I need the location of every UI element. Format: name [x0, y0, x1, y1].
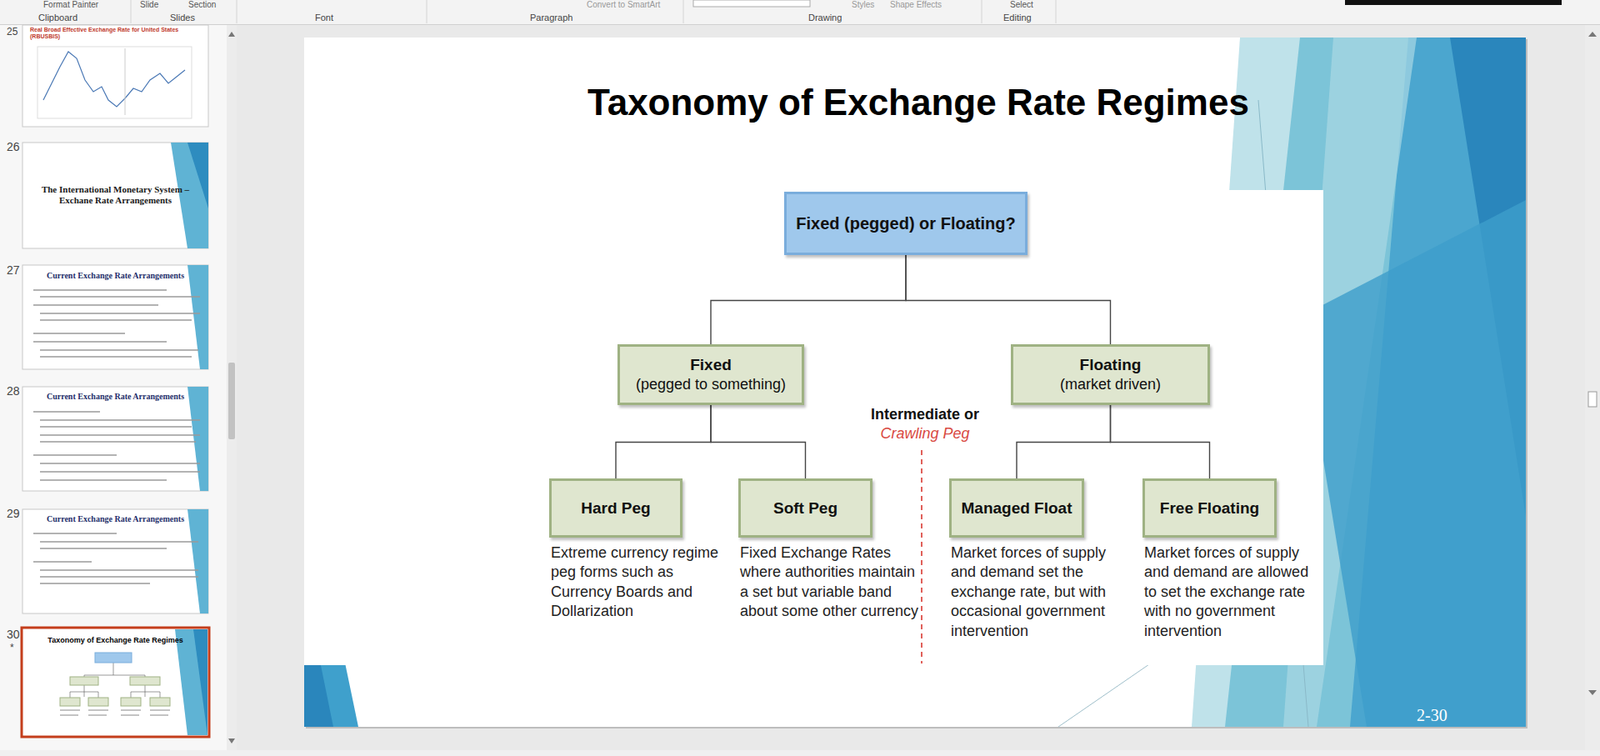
category-box: Floating(market driven): [1010, 344, 1210, 405]
thumbnail-text: 28: [6, 384, 20, 399]
thumbnail-text: The International Monetary System –Excha…: [33, 184, 198, 206]
slide-number: 2-30: [1416, 705, 1448, 725]
dark-bar: [1345, 0, 1562, 5]
ribbon-label: Format Painter: [43, 0, 99, 10]
regime-description: Fixed Exchange Rates where authorities m…: [740, 543, 920, 622]
regime-label: Intermediate or: [858, 405, 992, 425]
tree-connector: [1110, 405, 1210, 479]
slide: [304, 37, 1526, 727]
thumbnail-text: *: [10, 641, 15, 654]
ribbon-label: Clipboard: [38, 12, 78, 24]
slide-thumbnails: [21, 25, 210, 737]
ribbon-label: Shape Effects: [890, 0, 942, 10]
ribbon-label: Font: [315, 12, 334, 24]
thumbnail-text: 25: [6, 25, 18, 38]
ribbon-label: Slide: [140, 0, 159, 10]
thumbnail-text: 27: [6, 263, 20, 278]
ribbon-label: Convert to SmartArt: [586, 0, 660, 10]
regime-description: Market forces of supply and demand are a…: [1144, 543, 1324, 641]
thumbnail-text: Current Exchange Rate Arrangements: [22, 514, 209, 525]
ribbon-label: Editing: [1003, 12, 1032, 24]
tree-connector: [710, 405, 806, 479]
dashed-divider: [920, 450, 923, 664]
tree-connector: [905, 255, 1111, 345]
box-heading: Free Floating: [1160, 498, 1260, 519]
regime-label: Crawling Peg: [858, 425, 992, 444]
box-subtitle: (market driven): [1060, 375, 1161, 395]
box-heading: Hard Peg: [580, 498, 650, 519]
thumbnail-text: 29: [6, 506, 20, 521]
thumbnail-text: 26: [6, 140, 20, 155]
regime-box: Free FloatingMarket forces of supply and…: [1142, 478, 1277, 538]
regime-box: Soft PegFixed Exchange Rates where autho…: [738, 478, 873, 538]
ribbon-label: Slides: [170, 12, 195, 24]
regime-box: Managed FloatMarket forces of supply and…: [949, 478, 1085, 538]
box-heading: Floating: [1080, 355, 1142, 375]
thumbnail-pane: [0, 25, 237, 756]
regime-description: Market forces of supply and demand set t…: [950, 543, 1130, 641]
category-box: Fixed(pegged to something): [617, 344, 805, 405]
question-box: Fixed (pegged) or Floating?: [784, 191, 1028, 255]
tree-connector: [710, 255, 906, 345]
thumbnail-text: Current Exchange Rate Arrangements: [22, 270, 209, 281]
slide-title: Taxonomy of Exchange Rate Regimes: [543, 81, 1294, 124]
thumbnail-text: Current Exchange Rate Arrangements: [22, 391, 209, 402]
thumbnail-text: Real Broad Effective Exchange Rate for U…: [30, 26, 201, 41]
box-heading: Fixed: [690, 355, 732, 375]
box-heading: Fixed (pegged) or Floating?: [795, 213, 1015, 235]
regime-description: Extreme currency regime peg forms such a…: [550, 543, 730, 622]
ribbon-label: Section: [188, 0, 216, 10]
box-subtitle: (pegged to something): [635, 375, 786, 395]
ribbon-label: Styles: [851, 0, 875, 10]
tree-connector: [615, 405, 711, 479]
tree-connector: [1016, 405, 1111, 479]
thumbnail-text: 30: [6, 627, 20, 642]
box-heading: Managed Float: [960, 498, 1072, 519]
ribbon: [0, 0, 1600, 25]
thumbnail-text: Taxonomy of Exchange Rate Regimes: [22, 635, 209, 645]
regime-box: Hard PegExtreme currency regime peg form…: [549, 478, 683, 538]
ribbon-label: Drawing: [808, 12, 842, 24]
ribbon-label: Paragraph: [530, 12, 573, 24]
slide-decoration: [304, 37, 1526, 727]
ribbon-label: Select: [1010, 0, 1034, 10]
box-heading: Soft Peg: [773, 498, 838, 519]
